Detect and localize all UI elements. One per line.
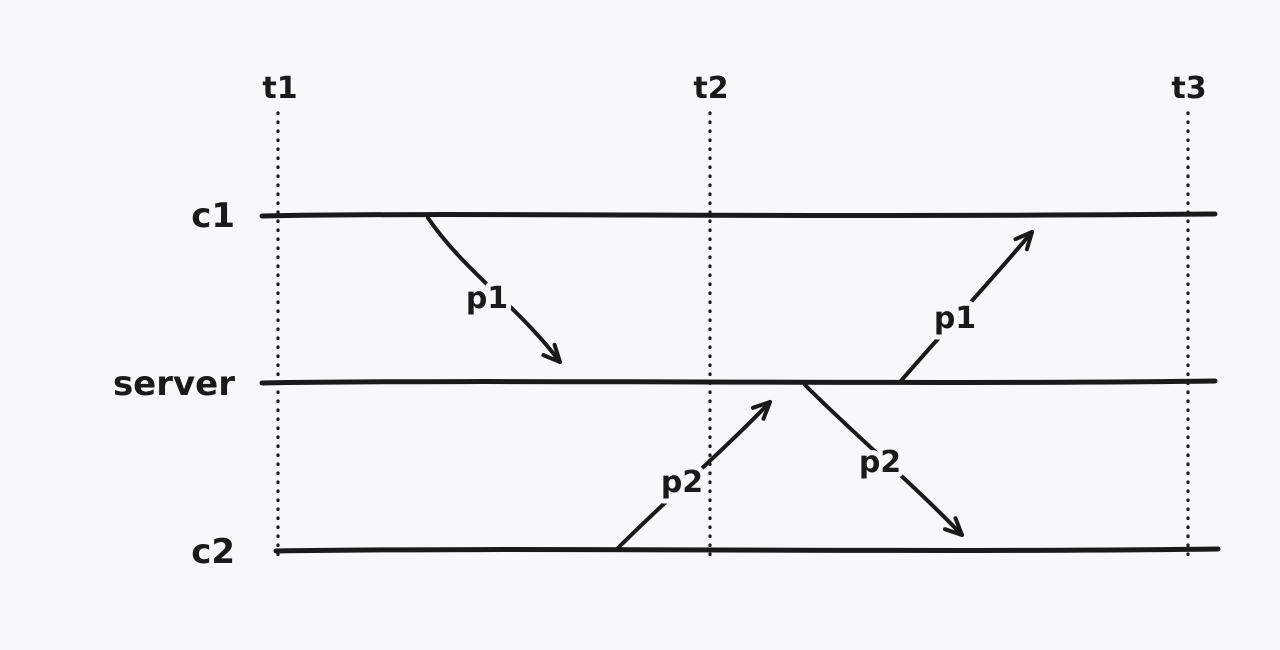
lifeline-line-c2 [273,546,1221,554]
message-arrow-shaft-p1-up [898,230,1034,384]
arrowhead-icon [751,400,772,421]
lifeline-label-c1: c1 [191,196,235,236]
message-label-p2-down: p2 [859,445,901,480]
time-marker-label-t1: t1 [262,71,297,106]
message-arrow-shaft-p2-down [803,383,964,537]
time-marker-label-t2: t2 [693,71,728,106]
lifeline-line-server [259,378,1218,386]
time-marker-t1: t1 [262,71,298,564]
message-p1-server-to-c1: p1 [898,230,1034,384]
message-label-p1-down: p1 [466,281,508,316]
message-p1-c1-to-server: p1 [426,216,562,364]
arrowhead-icon [943,516,964,537]
message-p2-c2-to-server: p2 [616,400,772,550]
message-label-p2-up: p2 [661,465,703,500]
lifeline-label-server: server [113,364,235,404]
message-arrow-shaft-p1-down [426,216,562,364]
time-marker-t3: t3 [1171,71,1207,564]
lifeline-c2: c2 [191,532,1221,572]
message-arrow-shaft-p2-up [616,400,772,550]
lifeline-line-c1 [259,211,1218,219]
message-p2-server-to-c2: p2 [803,383,964,537]
lifeline-server: server [113,364,1218,404]
lifeline-label-c2: c2 [191,532,235,572]
message-label-p1-up: p1 [934,301,976,336]
time-marker-label-t3: t3 [1171,71,1206,106]
arrowhead-icon [1013,230,1034,252]
lifeline-c1: c1 [191,196,1218,236]
time-marker-t2: t2 [693,71,729,564]
arrowhead-icon [541,342,562,364]
